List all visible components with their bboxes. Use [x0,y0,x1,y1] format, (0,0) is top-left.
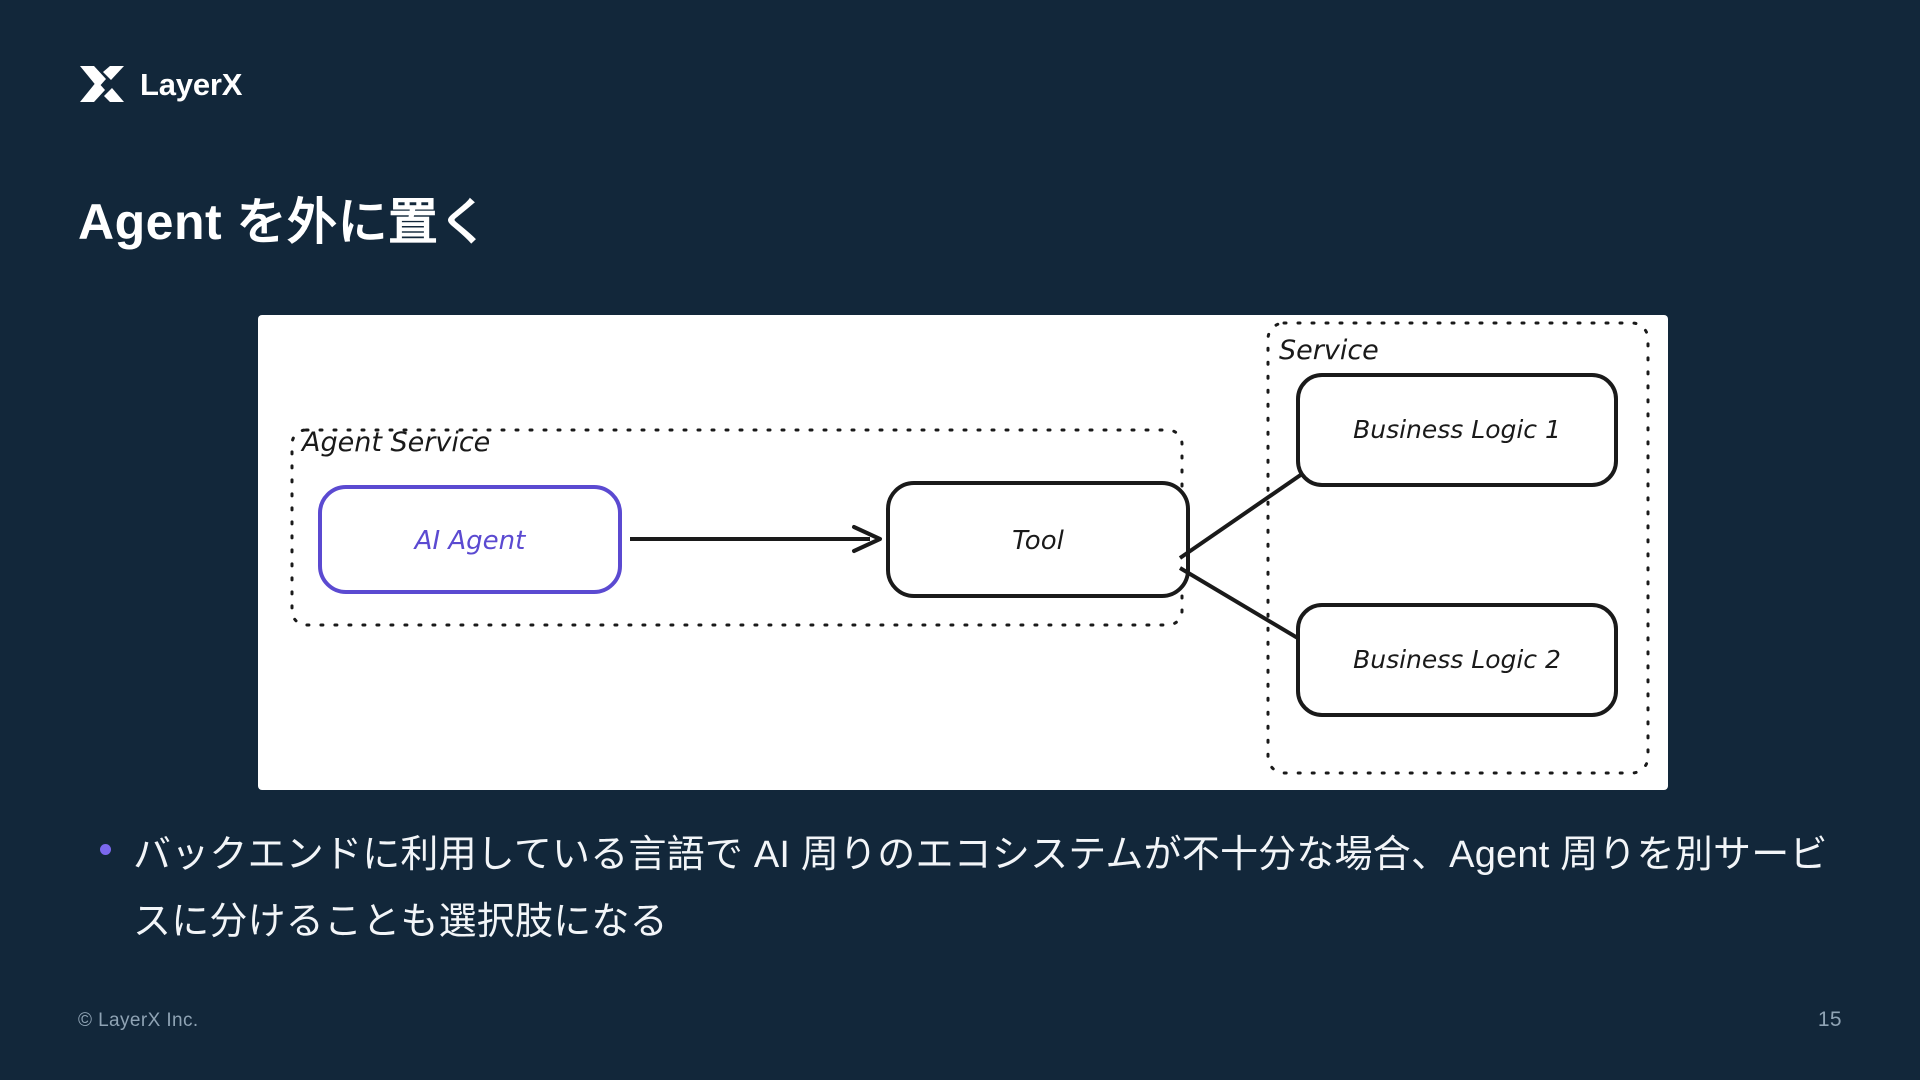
brand-logo: LayerX [78,62,242,106]
footer-copyright: © LayerX Inc. [78,1010,199,1031]
node-ai-agent[interactable]: AI Agent [318,485,622,594]
node-tool-box [886,481,1190,598]
diagram-canvas: Agent Service Service AI Agent Tool [258,315,1668,790]
layerx-x-mark-icon [80,66,124,102]
brand-name: LayerX [140,66,243,102]
node-ai-agent-box [318,485,622,594]
node-business-logic-2-label: Business Logic 2 [1353,645,1561,674]
architecture-diagram: Agent Service Service AI Agent Tool [290,321,1650,775]
node-tool-label: Tool [1012,526,1064,556]
node-business-logic-2-box [1296,603,1618,717]
page-number: 15 [1817,1008,1842,1031]
group-service-label: Service [1279,335,1379,366]
edge-ai-agent-to-tool [630,525,882,553]
bullet-list: バックエンドに利用している言語で AI 周りのエコシステムが不十分な場合、Age… [100,822,1860,955]
node-business-logic-1[interactable]: Business Logic 1 [1296,373,1618,487]
bullet-item-text: バックエンドに利用している言語で AI 周りのエコシステムが不十分な場合、Age… [133,834,1828,943]
node-tool[interactable]: Tool [886,481,1190,598]
node-ai-agent-label: AI Agent [413,526,526,556]
node-business-logic-1-label: Business Logic 1 [1353,415,1561,444]
bullet-dot-icon [100,844,111,855]
node-business-logic-1-box [1296,373,1618,487]
group-agent-service-label: Agent Service [300,427,490,458]
node-business-logic-2[interactable]: Business Logic 2 [1296,603,1618,717]
page-title: Agent を外に置く [78,194,490,250]
